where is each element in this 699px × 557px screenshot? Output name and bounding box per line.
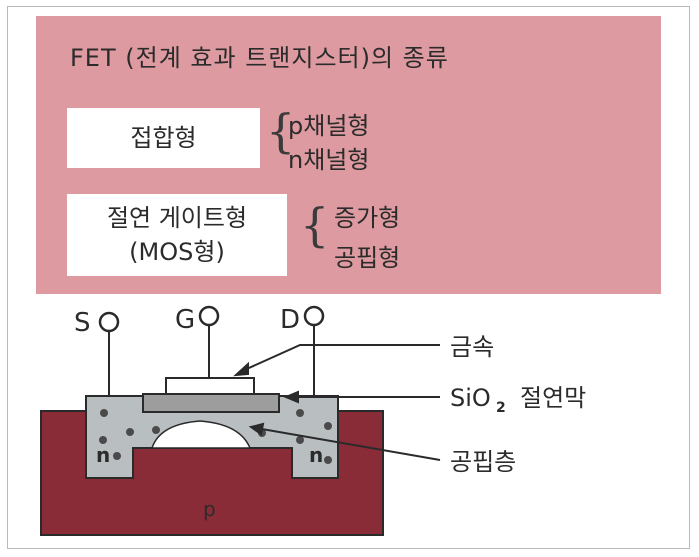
depletion-label: 공핍층: [450, 448, 516, 476]
metal-label: 금속: [450, 333, 494, 361]
depletion-pointer-line: [255, 427, 441, 461]
drain-label: D: [280, 305, 300, 335]
gate-terminal: [198, 305, 220, 327]
gate-label: G: [175, 305, 195, 335]
brace-junction: {: [266, 104, 296, 158]
oxide-layer: [142, 393, 280, 413]
metal-pointer-line: [239, 344, 440, 373]
insulated-type-enhancement: 증가형: [334, 204, 401, 232]
depletion-pointer-arrow: [248, 422, 265, 436]
drain-terminal: [303, 305, 325, 327]
n-region-label-right: n: [309, 443, 323, 467]
oxide-pointer-arrow: [283, 390, 299, 404]
junction-type-n-channel: n채널형: [288, 146, 370, 174]
oxide-name-label: 절연막: [520, 384, 586, 412]
n-region-label-left: n: [96, 443, 110, 467]
insulated-gate-label: 절연 게이트형: [106, 204, 248, 232]
oxide-formula-label: SiO: [450, 384, 491, 412]
junction-type-p-channel: p채널형: [288, 112, 370, 140]
metal-pointer-arrow: [233, 361, 249, 377]
source-label: S: [74, 308, 91, 338]
page-title: FET (전계 효과 트랜지스터)의 종류: [70, 44, 449, 72]
oxide-subscript-label: 2: [496, 400, 506, 416]
source-terminal: [98, 311, 120, 333]
depletion-layer: [150, 420, 252, 449]
metal-gate: [165, 377, 255, 395]
insulated-gate-box: 절연 게이트형 (MOS형): [67, 194, 287, 276]
mos-type-label: (MOS형): [129, 238, 225, 266]
insulated-type-depletion: 공핍형: [334, 244, 401, 272]
junction-type-box: 접합형: [67, 108, 260, 168]
p-substrate-label: p: [203, 497, 216, 521]
brace-insulated: {: [300, 198, 330, 252]
junction-type-label: 접합형: [130, 124, 197, 152]
